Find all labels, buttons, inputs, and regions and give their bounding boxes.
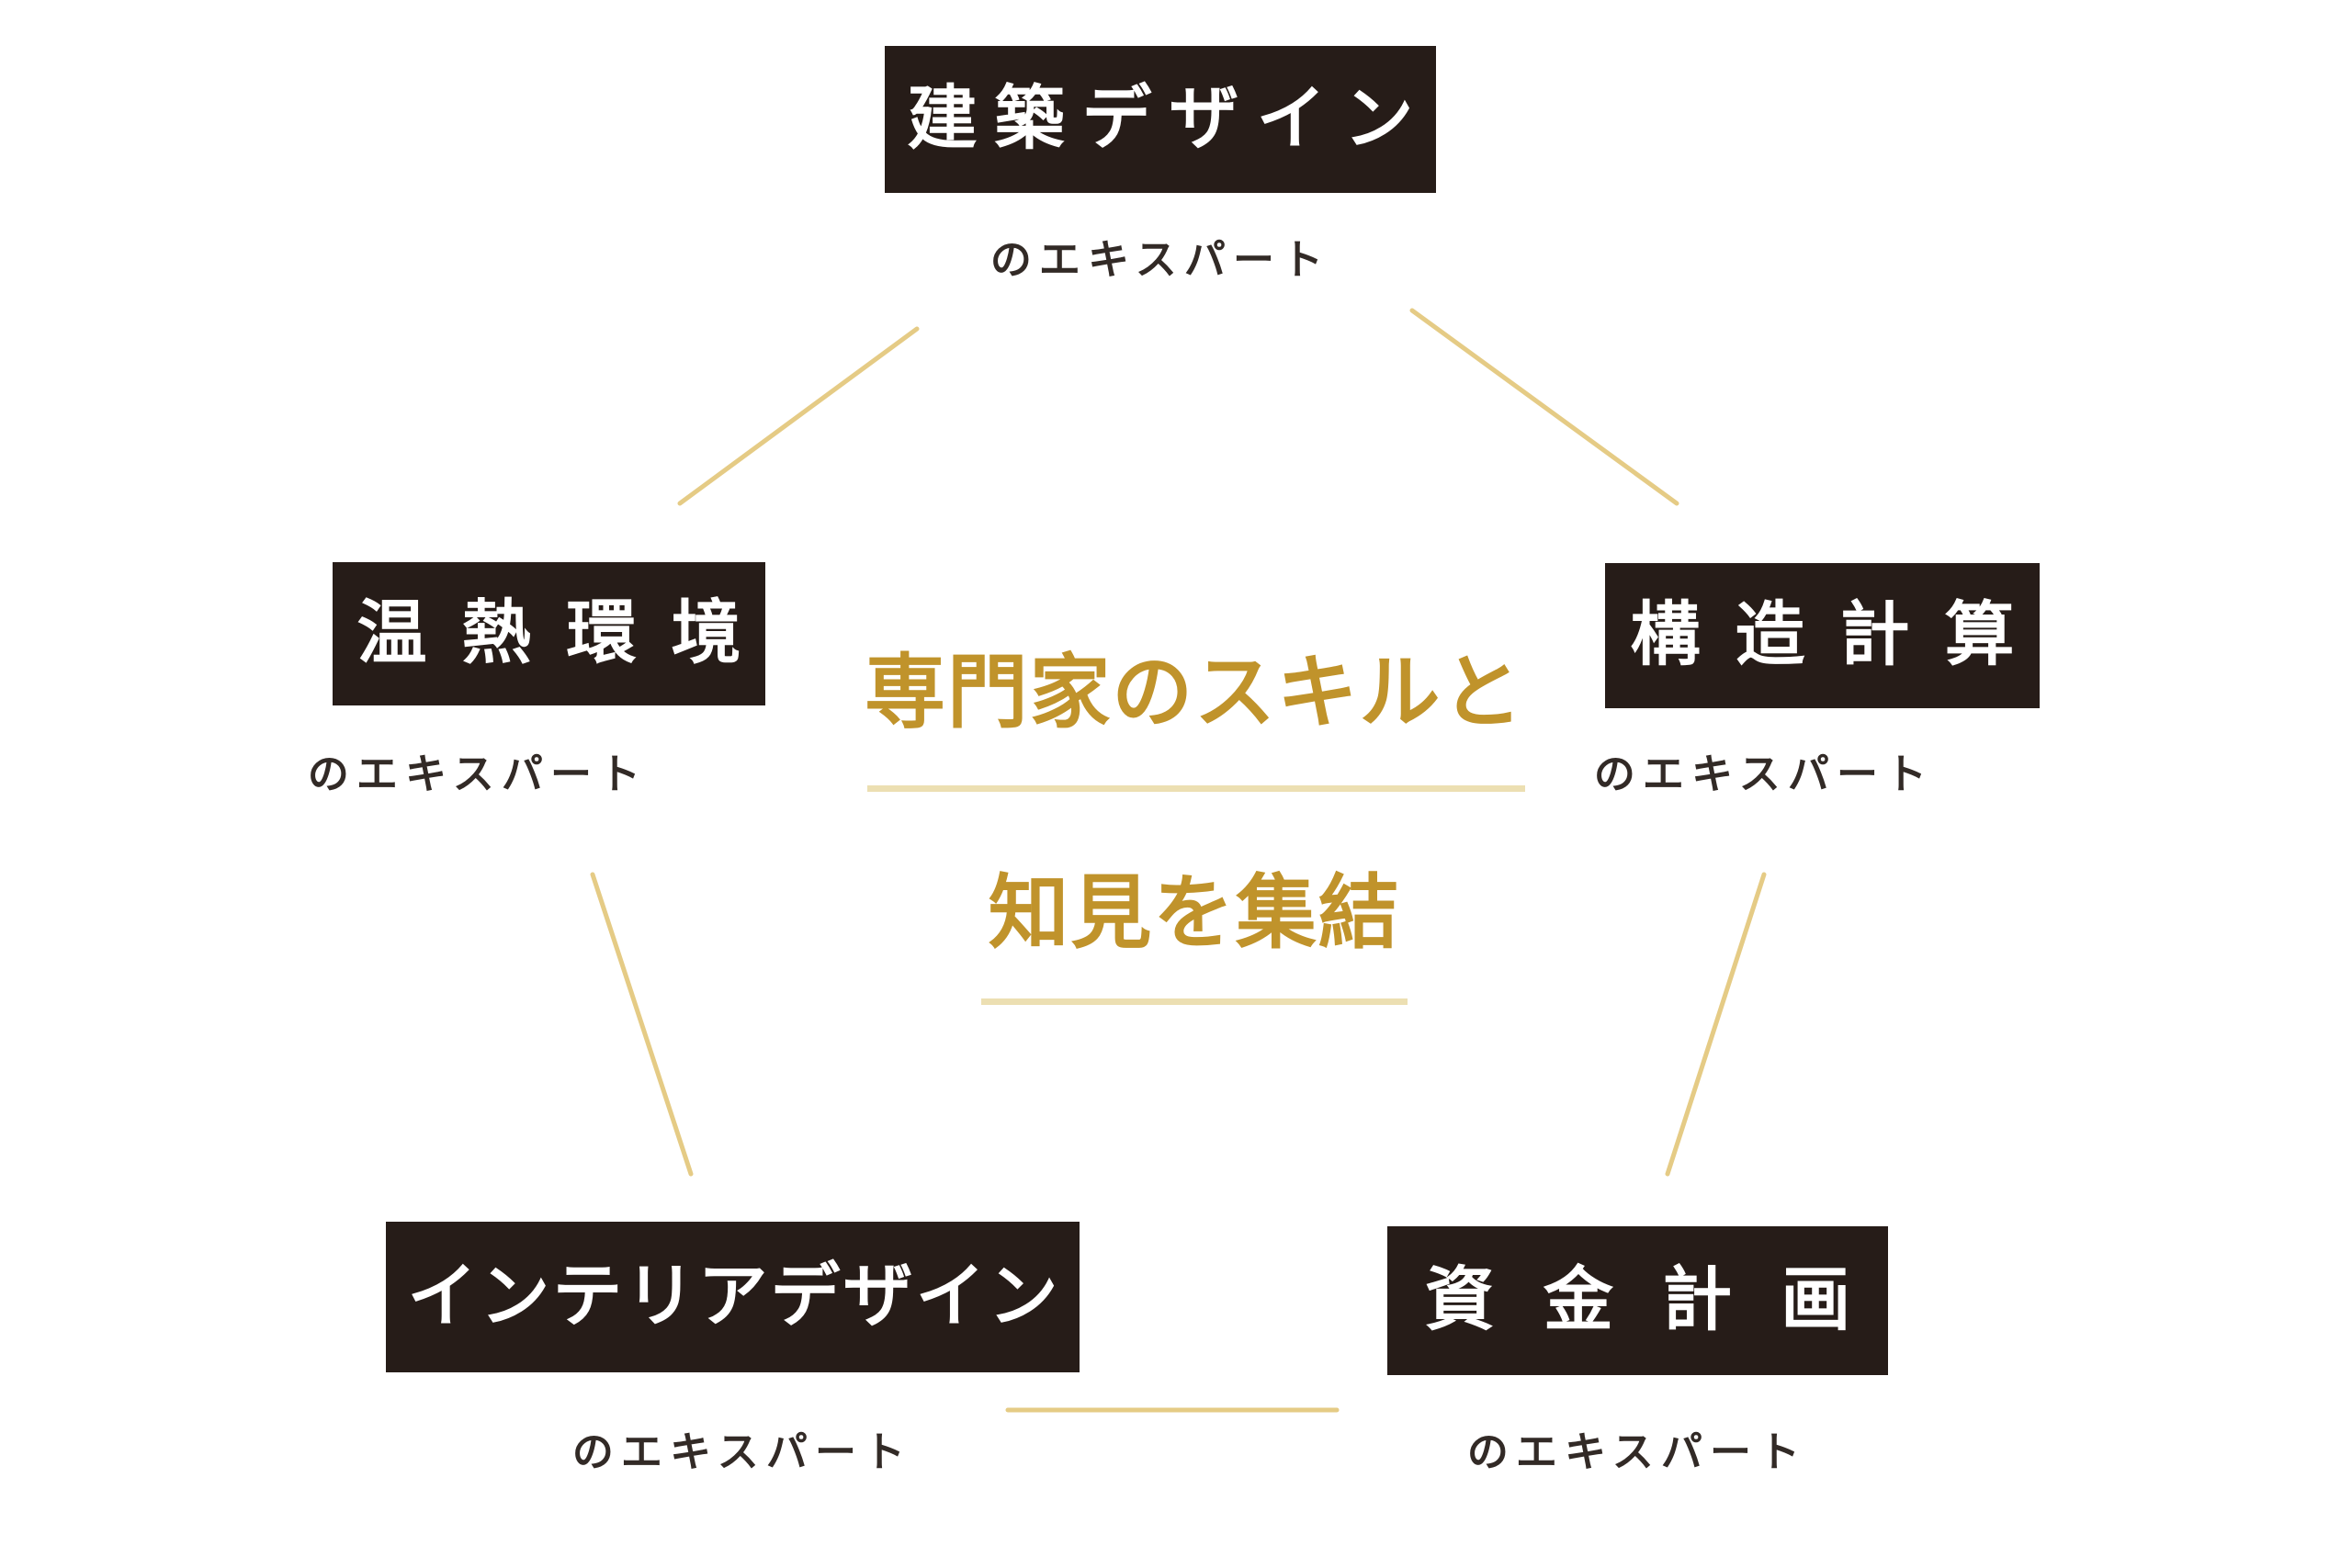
node-label-funding-plan: 資金計画 [1424,1262,1900,1339]
node-label-interior-design: インテリアデザイン [407,1258,1061,1336]
center-heading-underline2 [981,998,1408,1005]
center-heading-line2: 知見を集結 [988,870,1401,959]
node-sublabel-thermal-environment: のエキスパート [307,751,649,797]
node-label-structural-calculation: 構造計算 [1630,597,2050,674]
node-sublabel-funding-plan: のエキスパート [1466,1429,1808,1475]
connector-top-to-right [1409,308,1679,506]
center-heading-line1: 専門家のスキルと [864,649,1525,739]
connector-left-to-bottom-left [590,872,694,1177]
node-box-funding-plan: 資金計画 [1387,1226,1888,1375]
node-box-interior-design: インテリアデザイン [386,1222,1080,1372]
connector-top-to-left [677,326,920,506]
connector-right-to-bottom-right [1665,872,1767,1177]
node-label-architectural-design: 建築デザイン [907,81,1431,158]
node-box-structural-calculation: 構造計算 [1605,563,2040,708]
node-box-thermal-environment: 温熱環境 [333,562,765,705]
node-sublabel-structural-calculation: のエキスパート [1593,751,1935,797]
node-sublabel-architectural-design: のエキスパート [989,237,1331,283]
center-heading-underline1 [867,785,1525,792]
node-box-architectural-design: 建築デザイン [885,46,1436,193]
node-sublabel-interior-design: のエキスパート [571,1429,913,1475]
node-label-thermal-environment: 温熱環境 [356,595,776,672]
